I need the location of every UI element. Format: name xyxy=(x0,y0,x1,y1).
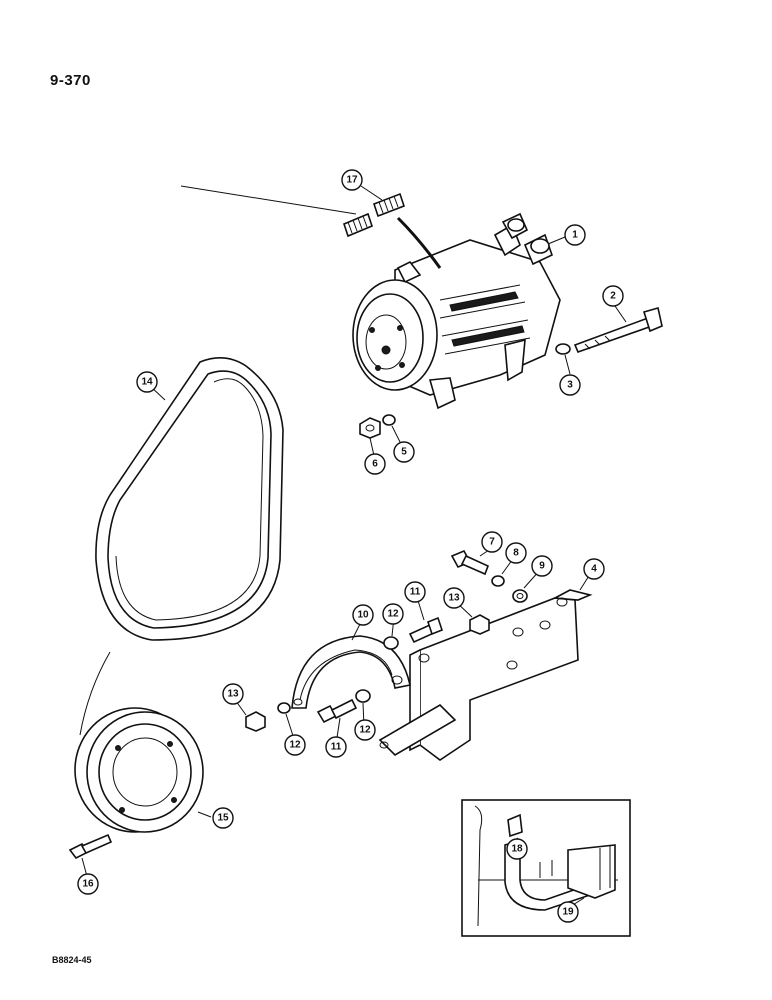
callout-16: 16 xyxy=(77,873,99,895)
callout-2: 2 xyxy=(602,285,624,307)
svg-text:15: 15 xyxy=(217,813,229,824)
callout-1: 1 xyxy=(564,224,586,246)
callout-12-lower-left: 12 xyxy=(284,734,306,756)
callout-5: 5 xyxy=(393,441,415,463)
callout-10: 10 xyxy=(352,604,374,626)
svg-text:17: 17 xyxy=(346,175,358,186)
svg-text:6: 6 xyxy=(372,459,378,470)
pulley xyxy=(74,707,204,833)
callout-19: 19 xyxy=(557,901,579,923)
svg-text:12: 12 xyxy=(289,740,301,751)
page-number: 9-370 xyxy=(50,72,91,89)
nut-washer-lower xyxy=(359,414,396,439)
callout-8: 8 xyxy=(505,542,527,564)
callout-15: 15 xyxy=(212,807,234,829)
svg-text:11: 11 xyxy=(410,587,421,598)
lower-fasteners xyxy=(245,689,371,732)
svg-text:7: 7 xyxy=(489,537,495,548)
callout-14: 14 xyxy=(136,371,158,393)
mounting-bracket xyxy=(378,589,593,761)
callout-4: 4 xyxy=(583,558,605,580)
callout-11-upper: 11 xyxy=(404,581,426,603)
svg-text:10: 10 xyxy=(357,610,369,621)
svg-text:3: 3 xyxy=(567,380,573,391)
svg-text:8: 8 xyxy=(513,548,519,559)
svg-text:4: 4 xyxy=(591,564,597,575)
belt-to-pulley-arrow xyxy=(79,651,111,736)
studs xyxy=(343,192,442,269)
callout-18: 18 xyxy=(506,838,528,860)
drive-belt xyxy=(95,357,284,641)
callout-9: 9 xyxy=(531,555,553,577)
svg-text:14: 14 xyxy=(141,377,153,388)
callout-13-lower: 13 xyxy=(222,683,244,705)
callout-13-upper: 13 xyxy=(443,587,465,609)
bolt-7-group xyxy=(450,549,528,603)
svg-text:5: 5 xyxy=(401,447,407,458)
callout-11-lower: 11 xyxy=(325,736,347,758)
svg-text:19: 19 xyxy=(562,907,574,918)
callout-3: 3 xyxy=(559,374,581,396)
callout-12-lower-right: 12 xyxy=(354,719,376,741)
svg-text:13: 13 xyxy=(227,689,239,700)
svg-text:18: 18 xyxy=(511,844,523,855)
svg-text:12: 12 xyxy=(387,609,399,620)
svg-text:11: 11 xyxy=(331,742,342,753)
compressor xyxy=(352,212,561,410)
svg-text:13: 13 xyxy=(448,593,460,604)
svg-text:12: 12 xyxy=(359,725,371,736)
callout-12-upper: 12 xyxy=(382,603,404,625)
inset-detail xyxy=(461,799,631,937)
callout-6: 6 xyxy=(364,453,386,475)
washer-3 xyxy=(555,343,571,355)
svg-text:9: 9 xyxy=(539,561,545,572)
callout-7: 7 xyxy=(481,531,503,553)
adjusting-strap xyxy=(291,635,411,709)
long-bolt xyxy=(573,306,663,354)
callout-17: 17 xyxy=(341,169,363,191)
pulley-bolt xyxy=(68,833,113,860)
figure-code: B8824-45 xyxy=(52,955,92,965)
svg-text:16: 16 xyxy=(82,879,94,890)
svg-text:2: 2 xyxy=(610,291,616,302)
svg-text:1: 1 xyxy=(572,230,578,241)
upper-fasteners xyxy=(383,614,490,650)
